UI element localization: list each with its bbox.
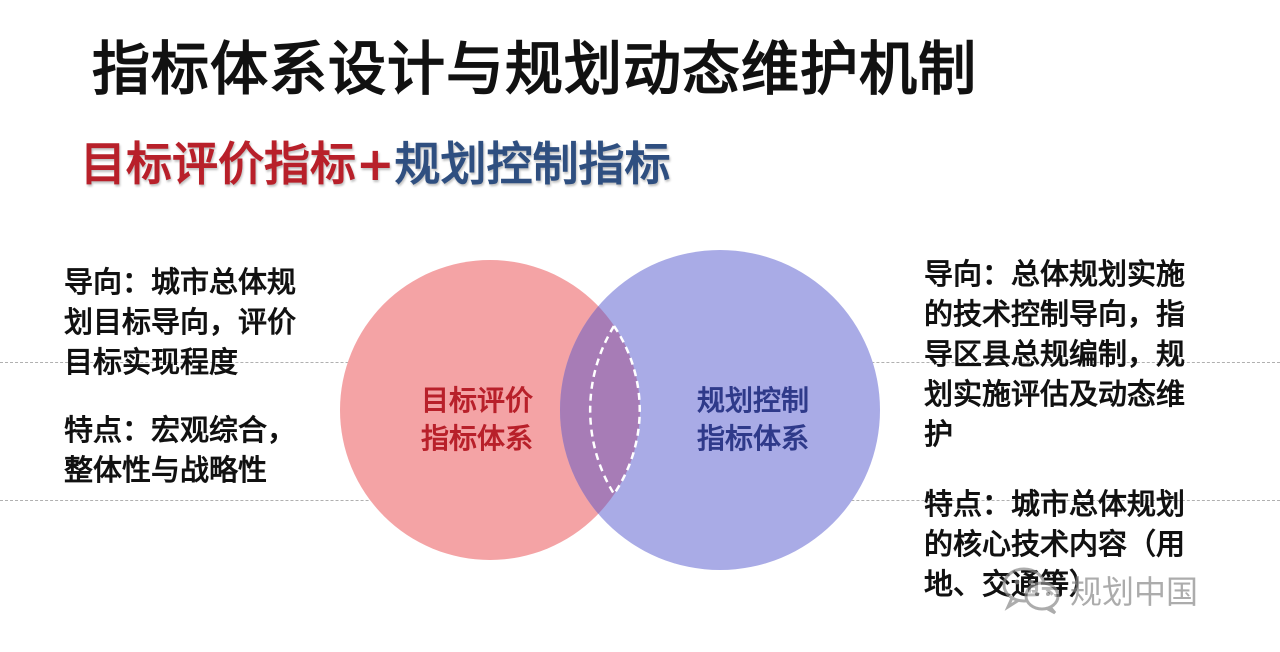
right-features-text: 特点：城市总体规划 的核心技术内容（用 地、交通等） (924, 487, 1186, 601)
venn-right-circle (560, 250, 880, 570)
venn-diagram: 目标评价 指标体系 规划控制 指标体系 (340, 250, 880, 570)
watermark-text: 规划中国 (1070, 573, 1199, 611)
right-orientation-text: 导向：总体规划实施 的技术控制导向，指 导区县总规编制，规 划实施评估及动态维 … (924, 257, 1186, 451)
venn-left-label-line1: 目标评价 (421, 384, 534, 417)
watermark: 规划中国 (1000, 565, 1198, 615)
subtitle-target-indicators: 目标评价指标 (80, 137, 356, 191)
venn-overlap-outline (589, 323, 641, 497)
venn-right-label-line1: 规划控制 (697, 384, 809, 417)
left-orientation-text: 导向：城市总体规 划目标导向，评价 目标实现程度 (64, 265, 297, 379)
subtitle-control-indicators: 规划控制指标 (394, 137, 671, 191)
subtitle-plus: + (356, 137, 395, 191)
page-title: 指标体系设计与规划动态维护机制 (92, 35, 978, 103)
subtitle: 目标评价指标+规划控制指标 (80, 128, 671, 194)
right-description: 导向：总体规划实施 的技术控制导向，指 导区县总规编制，规 划实施评估及动态维 … (924, 254, 1224, 634)
venn-left-label-line2: 指标体系 (421, 422, 533, 455)
venn-left-circle (340, 260, 640, 560)
venn-right-label-line2: 指标体系 (697, 422, 809, 455)
left-features-text: 特点：宏观综合， 整体性与战略性 (64, 413, 297, 487)
wechat-icon (1002, 567, 1060, 615)
left-description: 导向：城市总体规 划目标导向，评价 目标实现程度 特点：宏观综合， 整体性与战略… (64, 262, 344, 518)
